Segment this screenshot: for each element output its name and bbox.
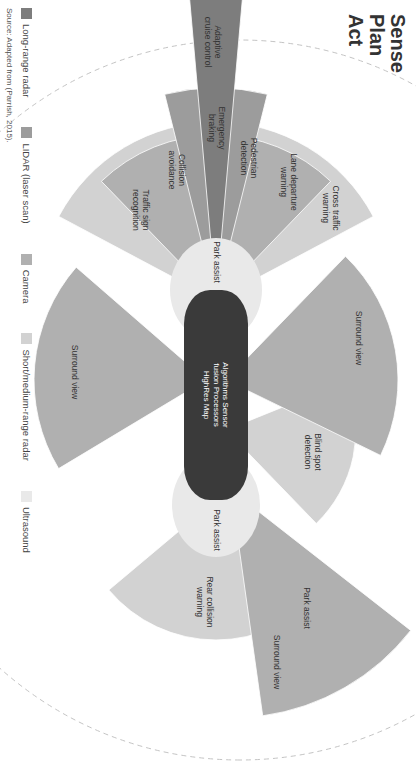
legend-swatch: [21, 333, 32, 344]
sensor-sector: [231, 490, 411, 716]
legend-item: Long-range radar: [21, 8, 32, 97]
sensor-sectors: [34, 0, 411, 716]
sensor-function-label: Rear collision warning: [194, 572, 214, 632]
legend-text: Camera: [21, 270, 32, 304]
sensor-function-label: Collision avoidance: [166, 141, 186, 199]
sensor-function-label: Lane departure warning: [278, 151, 298, 213]
sensor-function-label: Surround view: [271, 634, 281, 690]
sensor-function-label: Cross traffic warning: [320, 180, 340, 236]
vehicle-box: Algorithms Sensor fusion Processors High…: [184, 290, 248, 500]
legend: Long-range radarLIDAR (laser scan) Camera…: [21, 8, 32, 553]
sensor-function-label: Blind spot detection: [302, 424, 322, 480]
legend-text: Ultrasound: [21, 507, 32, 553]
legend-swatch: [21, 127, 32, 138]
sensor-function-label: Traffic sign recognition: [130, 179, 150, 241]
legend-text: Short/medium-range radar: [21, 349, 32, 460]
sensor-function-label: Surround view: [69, 342, 79, 402]
sensor-function-label: Adaptive cruise control: [202, 14, 222, 70]
sensor-function-label: Emergency braking: [206, 102, 226, 154]
legend-text: LIDAR (laser scan): [21, 143, 32, 223]
sensor-function-label: Park assist: [211, 240, 221, 284]
legend-swatch: [21, 491, 32, 502]
sensor-function-label: Pedestrian detection: [238, 130, 258, 186]
sensor-function-label: Park assist: [301, 585, 311, 631]
legend-item: Camera: [21, 254, 32, 304]
source-caption: Source: Adapted from (Parrish, 2015).: [5, 8, 14, 143]
legend-item: Short/medium-range radar: [21, 333, 32, 460]
sensor-function-label: Surround view: [353, 308, 363, 368]
legend-swatch: [21, 8, 32, 19]
legend-item: LIDAR (laser scan): [21, 127, 32, 223]
legend-text: Long-range radar: [21, 24, 32, 97]
legend-item: Ultrasound: [21, 491, 32, 553]
vehicle-text: Algorithms Sensor fusion Processors High…: [202, 360, 231, 430]
diagram-title: Sense Plan Act: [345, 14, 408, 84]
legend-swatch: [21, 254, 32, 265]
sensor-function-label: Park assist: [211, 508, 221, 552]
